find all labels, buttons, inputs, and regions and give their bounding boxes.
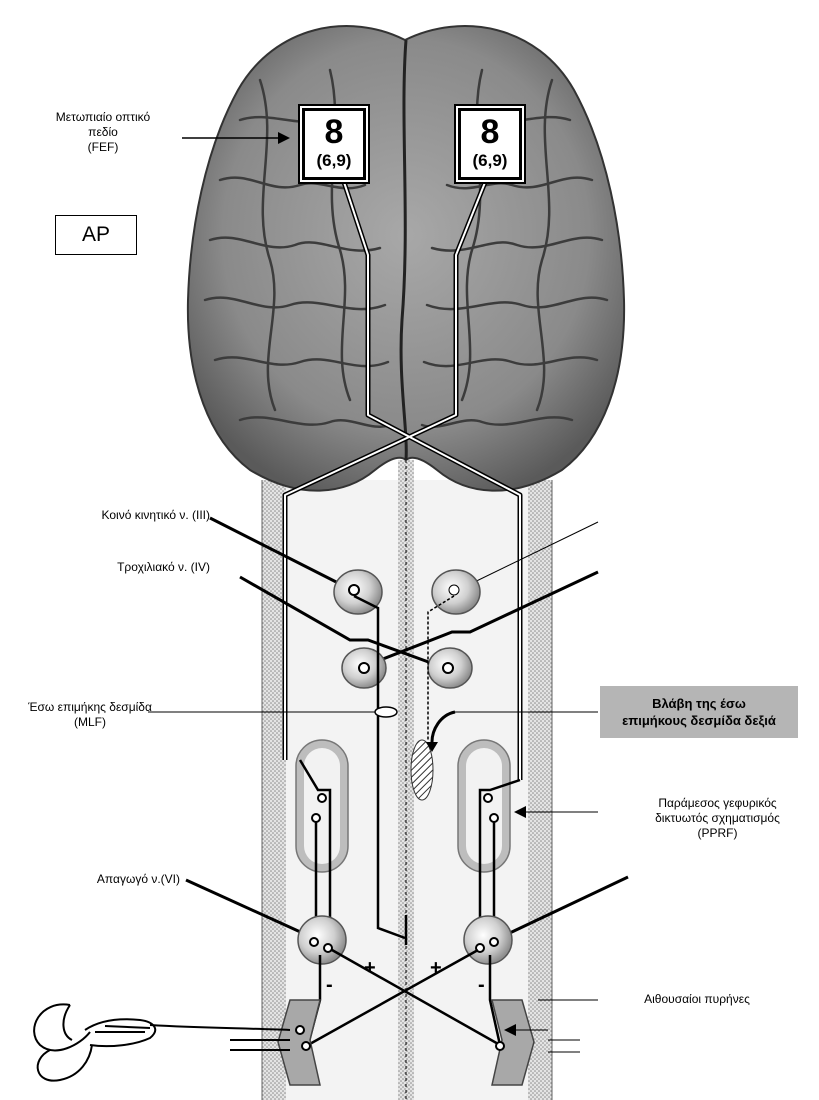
- cranial-nerves: [185, 516, 629, 942]
- oculomotor-nerve-right: [457, 521, 599, 591]
- mlf-marker: [374, 706, 398, 718]
- nucleus-VI-right: [463, 915, 513, 965]
- trochlear-nerve-left: [239, 575, 446, 670]
- nucleus-III-right: [431, 569, 481, 615]
- pprf-left: [295, 739, 349, 930]
- lesion-label-box: Βλάβη της έσω επιμήκους δεσμίδα δεξιά: [600, 686, 798, 738]
- fef-box-right: 8 (6,9): [456, 106, 524, 182]
- fef-left-number: 8: [324, 113, 344, 151]
- oculomotor-nerve-left: [209, 516, 353, 592]
- oculomotor-label: Κοινό κινητικό ν. (III): [101, 508, 210, 522]
- plus-sign-right: +: [430, 957, 442, 979]
- vestibular-nuclei-right: [491, 999, 580, 1086]
- fef-label: Μετωπιαίο οπτικό πεδίο (FEF): [55, 110, 151, 154]
- nucleus-VI-left: [297, 915, 347, 965]
- ap-label: AP: [55, 215, 137, 255]
- vestibular-nuclei-left: [277, 999, 321, 1086]
- mlf-label: Έσω επιμήκης δεσμίδα (MLF): [28, 700, 152, 729]
- fef-right-areas: (6,9): [472, 151, 508, 170]
- nucleus-IV-left: [341, 647, 387, 689]
- lesion: [410, 710, 598, 801]
- nucleus-IV-right: [427, 647, 473, 689]
- fef-box-left: 8 (6,9): [300, 106, 368, 182]
- lesion-label: Βλάβη της έσω επιμήκους δεσμίδα δεξιά: [622, 696, 776, 728]
- inner-ear: [33, 1003, 291, 1082]
- brain-image: [186, 25, 626, 492]
- mlf-tracts: [353, 594, 455, 940]
- label-leaders: [148, 711, 598, 1001]
- vestibular-label: Αιθουσαίοι πυρήνες: [644, 992, 750, 1006]
- fef-pointer-arrow: [182, 132, 290, 144]
- abducens-nerve-left: [185, 878, 319, 942]
- pprf-right: [457, 739, 598, 930]
- trochlear-nerve-right: [359, 570, 599, 670]
- trochlear-label: Τροχιλιακό ν. (IV): [117, 560, 210, 574]
- minus-sign-right: -: [478, 974, 485, 996]
- plus-sign-left: +: [364, 957, 376, 979]
- abducens-label: Απαγωγό ν.(VI): [96, 872, 180, 886]
- fef-left-areas: (6,9): [316, 151, 352, 170]
- fef-right-number: 8: [480, 113, 500, 151]
- pprf-label: Παράμεσος γεφυρικός δικτυωτός σχηματισμό…: [655, 796, 780, 840]
- minus-sign-left: -: [326, 974, 333, 996]
- abducens-nerve-right: [494, 875, 629, 942]
